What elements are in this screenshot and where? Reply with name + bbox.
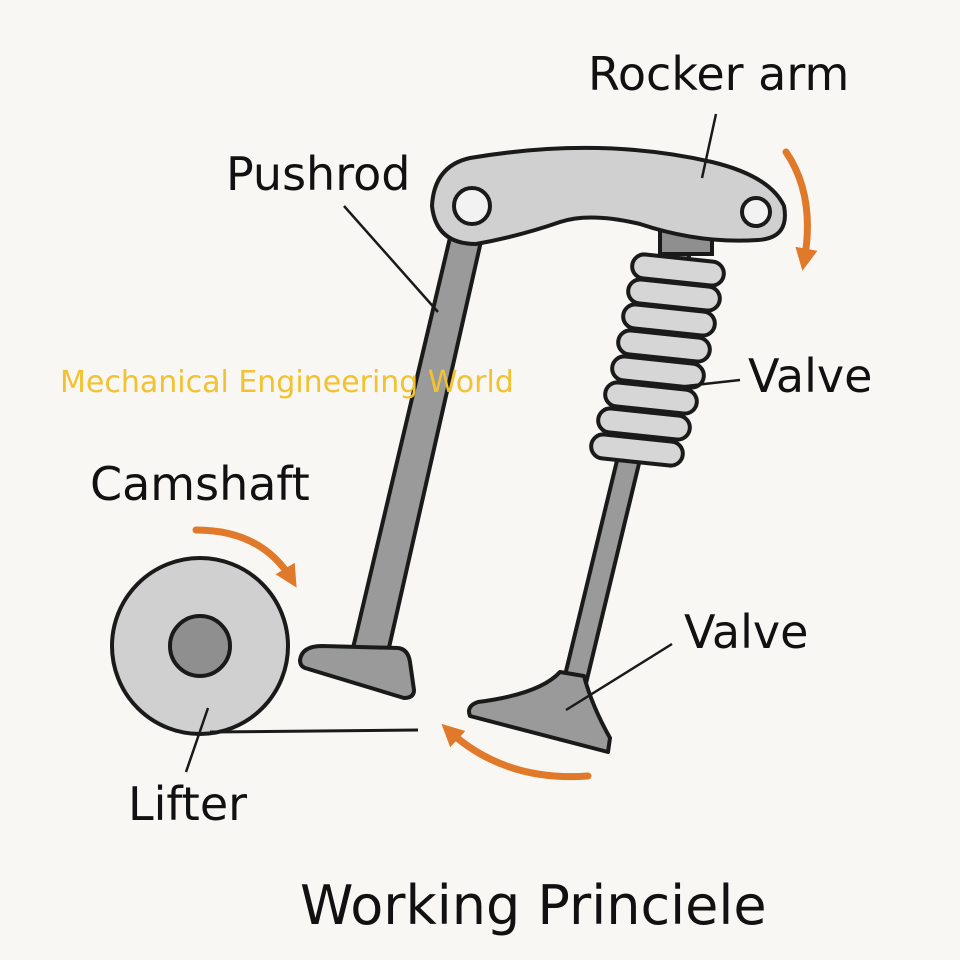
pushrod	[298, 223, 486, 700]
rocker-arm-label: Rocker arm	[588, 47, 849, 101]
cam-rotation-arrow	[192, 526, 297, 588]
valve-spring	[589, 252, 726, 468]
lifter-leader	[184, 707, 210, 773]
rocker-arm-leader	[700, 113, 718, 179]
watermark-text: Mechanical Engineering World	[60, 365, 514, 400]
leader-lines	[184, 113, 741, 773]
valve-spring-leader	[667, 378, 741, 390]
valve-label: Valve	[684, 605, 808, 659]
camshaft-disc	[110, 556, 290, 736]
rocker-arm	[430, 145, 787, 246]
rocker-motion-arrow	[782, 148, 818, 271]
valve-return-arrow	[441, 723, 592, 781]
lifter-label: Lifter	[128, 777, 247, 831]
camshaft-label: Camshaft	[90, 457, 310, 511]
valve-spring-label: Valve	[748, 349, 872, 403]
pushrod-label: Pushrod	[226, 147, 410, 201]
pushrod-leader	[343, 205, 439, 313]
valve-leader	[565, 642, 673, 712]
diagram-title: Working Princiele	[300, 874, 767, 937]
base-line	[209, 728, 419, 734]
